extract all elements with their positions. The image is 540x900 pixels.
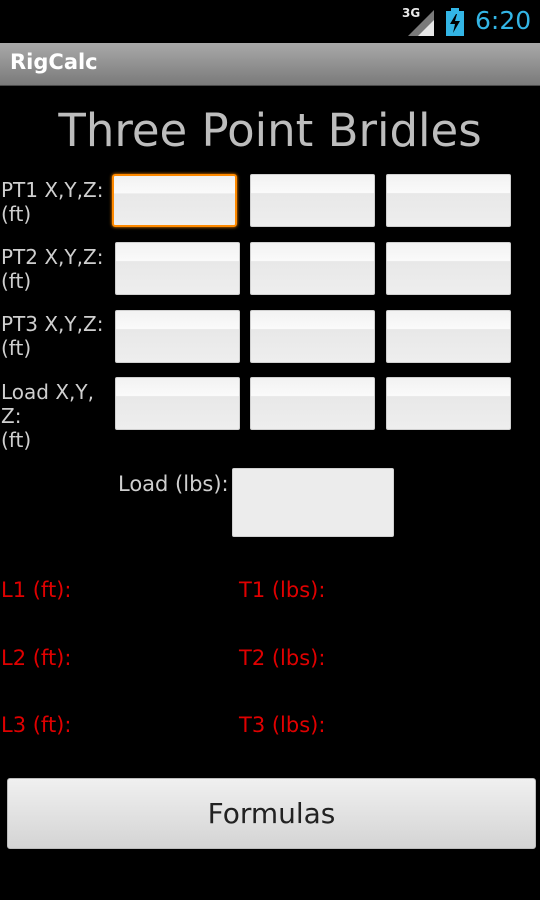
pt2-z-input[interactable] <box>386 242 511 295</box>
load-z-input[interactable] <box>386 377 511 430</box>
load-x-input[interactable] <box>115 377 240 430</box>
app-title: RigCalc <box>10 50 98 74</box>
pt1-y-input[interactable] <box>250 174 375 227</box>
app-title-bar: RigCalc <box>0 43 540 86</box>
page-title: Three Point Bridles <box>58 104 482 157</box>
load-y-input[interactable] <box>250 377 375 430</box>
pt3-y-input[interactable] <box>250 310 375 363</box>
pt2-x-input[interactable] <box>115 242 240 295</box>
status-bar: 3G 6:20 <box>0 0 540 43</box>
formulas-button[interactable]: Formulas <box>7 778 536 849</box>
signal-icon <box>408 10 434 36</box>
t2-result: T2 (lbs): <box>239 646 326 670</box>
load-lbs-label: Load (lbs): <box>118 472 229 496</box>
load-xyz-label: Load X,Y, Z: (ft) <box>1 380 94 452</box>
l3-result: L3 (ft): <box>1 713 72 737</box>
pt1-label: PT1 X,Y,Z: (ft) <box>1 178 104 226</box>
pt1-z-input[interactable] <box>386 174 511 227</box>
pt3-z-input[interactable] <box>386 310 511 363</box>
pt2-y-input[interactable] <box>250 242 375 295</box>
network-type-label: 3G <box>402 6 421 20</box>
clock: 6:20 <box>475 6 532 35</box>
battery-charging-icon <box>446 8 464 36</box>
load-lbs-input[interactable] <box>232 468 394 537</box>
t3-result: T3 (lbs): <box>239 713 326 737</box>
pt1-x-input[interactable] <box>112 174 237 227</box>
t1-result: T1 (lbs): <box>239 578 326 602</box>
pt3-x-input[interactable] <box>115 310 240 363</box>
pt2-label: PT2 X,Y,Z: (ft) <box>1 245 104 293</box>
l1-result: L1 (ft): <box>1 578 72 602</box>
pt3-label: PT3 X,Y,Z: (ft) <box>1 312 104 360</box>
l2-result: L2 (ft): <box>1 646 72 670</box>
